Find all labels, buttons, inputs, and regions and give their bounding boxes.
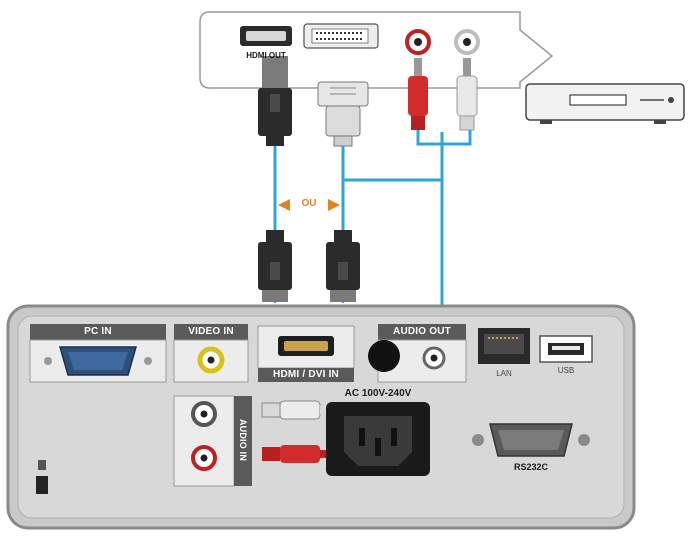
usb-label: USB xyxy=(557,366,575,375)
rca-red-out-port-icon xyxy=(405,29,431,55)
hdmi-in-port-icon xyxy=(278,336,334,356)
pc-in-label: PC IN xyxy=(84,326,112,337)
audio-out-header xyxy=(378,324,466,340)
usb-port-icon xyxy=(539,335,593,363)
lan-port-icon xyxy=(478,328,530,364)
or-arrows xyxy=(278,199,340,211)
audio-in-red-jack-icon xyxy=(191,445,217,471)
audio-out-label: AUDIO OUT xyxy=(393,326,451,337)
lock-slot-icon xyxy=(36,460,48,494)
audio-in-strip xyxy=(234,396,252,486)
rs232c-label: RS232C xyxy=(513,462,549,472)
hdmi-plug-bottom-left-icon xyxy=(258,230,292,302)
rca-red-plug-inserted-icon xyxy=(262,445,330,463)
dvd-player-icon xyxy=(525,83,685,124)
audio-in-white-jack-icon xyxy=(191,401,217,427)
dvi-plug-top-icon xyxy=(317,81,369,147)
hdmi-dvi-in-footer xyxy=(258,368,354,382)
rca-red-plug-top-icon xyxy=(408,58,428,130)
vga-port-icon xyxy=(44,346,152,376)
large-black-button-icon xyxy=(368,340,400,372)
video-in-header xyxy=(174,324,248,340)
dvi-out-port-icon xyxy=(303,23,379,49)
hdmi-plug-top-icon xyxy=(258,56,292,146)
projector-panel-inner xyxy=(17,315,625,519)
audio-out-jack-icon xyxy=(422,346,446,370)
audio-in-label: AUDIO IN xyxy=(238,418,248,462)
or-label: OU xyxy=(301,198,317,209)
video-in-port-icon xyxy=(197,346,225,374)
rca-white-out-port-icon xyxy=(454,29,480,55)
hdmi-out-port-icon xyxy=(240,26,292,46)
rca-white-plug-inserted-icon xyxy=(261,400,330,420)
rs232c-port-icon xyxy=(472,423,590,457)
power-label: AC 100V-240V xyxy=(344,388,412,399)
rca-white-plug-top-icon xyxy=(456,58,478,131)
video-in-label: VIDEO IN xyxy=(188,326,234,337)
power-socket-icon xyxy=(326,402,430,476)
hdmi-out-label: HDMI OUT xyxy=(246,51,286,60)
hdmi-plug-bottom-right-icon xyxy=(326,230,360,302)
pc-in-header xyxy=(30,324,166,340)
lan-label: LAN xyxy=(496,369,512,378)
source-device-panel xyxy=(199,11,554,89)
hdmi-dvi-in-label: HDMI / DVI IN xyxy=(273,369,339,380)
